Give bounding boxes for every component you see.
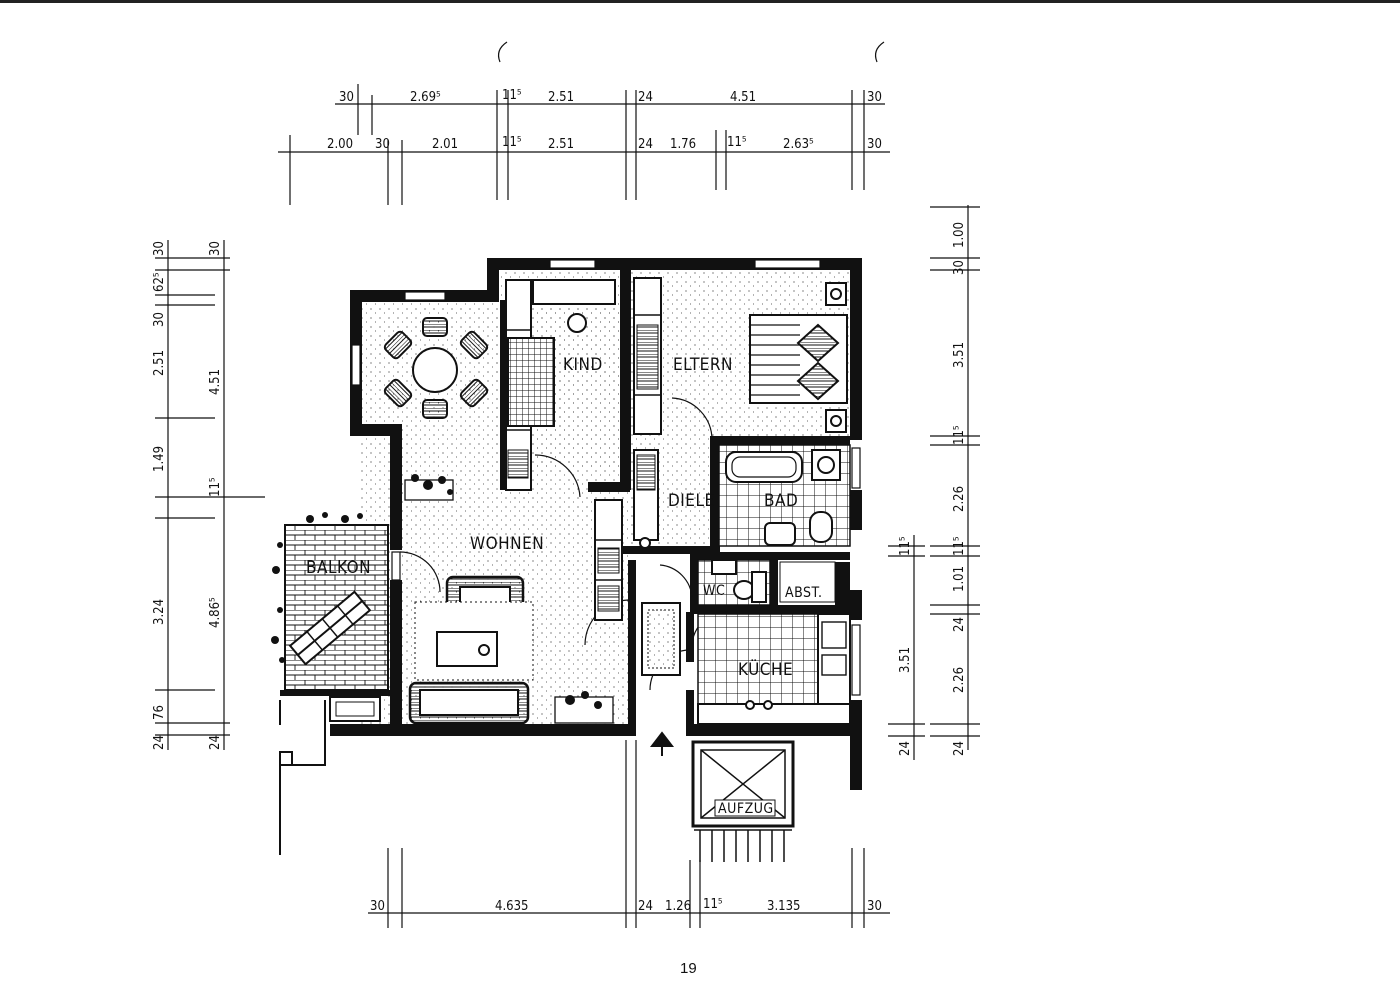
dim-right-7: 24 [952, 617, 967, 632]
bad-fixtures [718, 444, 851, 547]
living-set [408, 575, 614, 725]
balcony-plants [271, 512, 363, 663]
dim-chain-bottom: 30 4.635 24 1.26 11⁵ 3.135 30 [368, 740, 890, 928]
dim-top2-5: 24 [638, 137, 653, 152]
dim-top1-4: 24 [638, 90, 653, 105]
room-label-wohnen: WOHNEN [470, 534, 544, 554]
dim-top2-7: 11⁵ [727, 135, 747, 150]
plant-wohnen [404, 474, 454, 501]
balcony [271, 512, 389, 855]
dim-left-4: 1.49 [152, 446, 167, 472]
dim-right-8: 2.26 [952, 667, 967, 693]
abst-room [779, 561, 850, 605]
dim-bottom-5: 3.135 [767, 899, 800, 914]
dim-right-2: 3.51 [952, 342, 967, 368]
room-label-diele: DIELE [668, 491, 715, 511]
room-label-wc: WC [703, 583, 725, 599]
room-label-balkon: BALKON [306, 558, 371, 578]
dim-left-0: 30 [152, 241, 167, 256]
dim-bottom-1: 4.635 [495, 899, 528, 914]
dim-chain-top-2: 2.00 30 2.01 11⁵ 2.51 24 1.76 11⁵ 2.63⁵ … [278, 130, 890, 205]
dim-top2-0: 2.00 [327, 137, 353, 152]
dim-top2-1: 30 [375, 137, 390, 152]
dim-right-4: 2.26 [952, 486, 967, 512]
wc-fixtures [697, 559, 771, 606]
diele-furniture [633, 449, 681, 676]
dim-left-inner-3: 24 [208, 735, 223, 750]
dim-right-3: 11⁵ [952, 425, 967, 445]
dim-chain-left-inner: 30 4.51 11⁵ 4.86⁵ 24 [208, 240, 225, 750]
dim-left-5: 3.24 [152, 599, 167, 625]
dim-right-inner-1: 3.51 [898, 647, 913, 673]
dim-right-0: 1.00 [952, 222, 967, 248]
dim-right-5: 11⁵ [952, 536, 967, 556]
page-number: 19 [680, 960, 697, 977]
dim-left-6: 76 [152, 705, 167, 720]
dim-right-1: 30 [952, 260, 967, 275]
dining-set [383, 317, 489, 419]
dim-bottom-3: 1.26 [665, 899, 691, 914]
dim-top2-2: 2.01 [432, 137, 458, 152]
dim-top1-6: 30 [867, 90, 882, 105]
dim-left-2: 30 [152, 312, 167, 327]
dim-bottom-6: 30 [867, 899, 882, 914]
dim-bottom-4: 11⁵ [703, 897, 723, 912]
dim-bottom-0: 30 [370, 899, 385, 914]
wohnen-cabinet [594, 499, 623, 621]
room-label-kind: KIND [563, 355, 603, 375]
dim-chain-right-outer: 1.00 30 3.51 11⁵ 2.26 11⁵ 1.01 24 2.26 2… [930, 205, 980, 756]
dim-right-6: 1.01 [952, 566, 967, 592]
dim-top1-1: 2.69⁵ [410, 90, 441, 105]
room-label-aufzug: AUFZUG [718, 801, 774, 817]
eltern-furniture [633, 277, 848, 435]
dim-chain-left-outer: 30 62⁵ 30 2.51 1.49 3.24 76 24 [152, 240, 265, 750]
dim-top2-4: 2.51 [548, 137, 574, 152]
dim-top1-2: 11⁵ [502, 88, 522, 103]
dim-bottom-2: 24 [638, 899, 653, 914]
kind-furniture [505, 279, 616, 491]
dim-left-3: 2.51 [152, 350, 167, 376]
dim-chain-right-inner: 11⁵ 3.51 24 [888, 535, 925, 760]
dim-right-9: 24 [952, 741, 967, 756]
dim-left-inner-0: 4.51 [208, 369, 223, 395]
dim-top1-0: 30 [339, 90, 354, 105]
dim-top2-6: 1.76 [670, 137, 696, 152]
dim-top2-9: 30 [867, 137, 882, 152]
elevator [691, 740, 795, 862]
dim-left-7: 24 [152, 735, 167, 750]
dim-right-inner-0: 11⁵ [898, 536, 913, 556]
dim-left-inner-top: 30 [208, 241, 223, 256]
windows [351, 259, 861, 696]
room-label-kueche: KÜCHE [738, 658, 793, 680]
room-label-abst: ABST. [785, 585, 823, 601]
dim-top2-8: 2.63⁵ [783, 137, 814, 152]
dim-top1-3: 2.51 [548, 90, 574, 105]
kueche-fixtures [697, 613, 851, 725]
dim-top2-3: 11⁵ [502, 135, 522, 150]
dim-left-inner-1: 11⁵ [208, 477, 223, 497]
dim-chain-top-1: 30 2.69⁵ 11⁵ 2.51 24 4.51 30 [335, 84, 885, 200]
dim-top1-5: 4.51 [730, 90, 756, 105]
room-label-bad: BAD [764, 491, 798, 511]
room-label-eltern: ELTERN [673, 355, 733, 375]
dim-left-1: 62⁵ [152, 272, 167, 292]
dim-left-inner-2: 4.86⁵ [208, 597, 223, 628]
dim-right-inner-2: 24 [898, 741, 913, 756]
entrance-arrow-icon [649, 731, 675, 756]
